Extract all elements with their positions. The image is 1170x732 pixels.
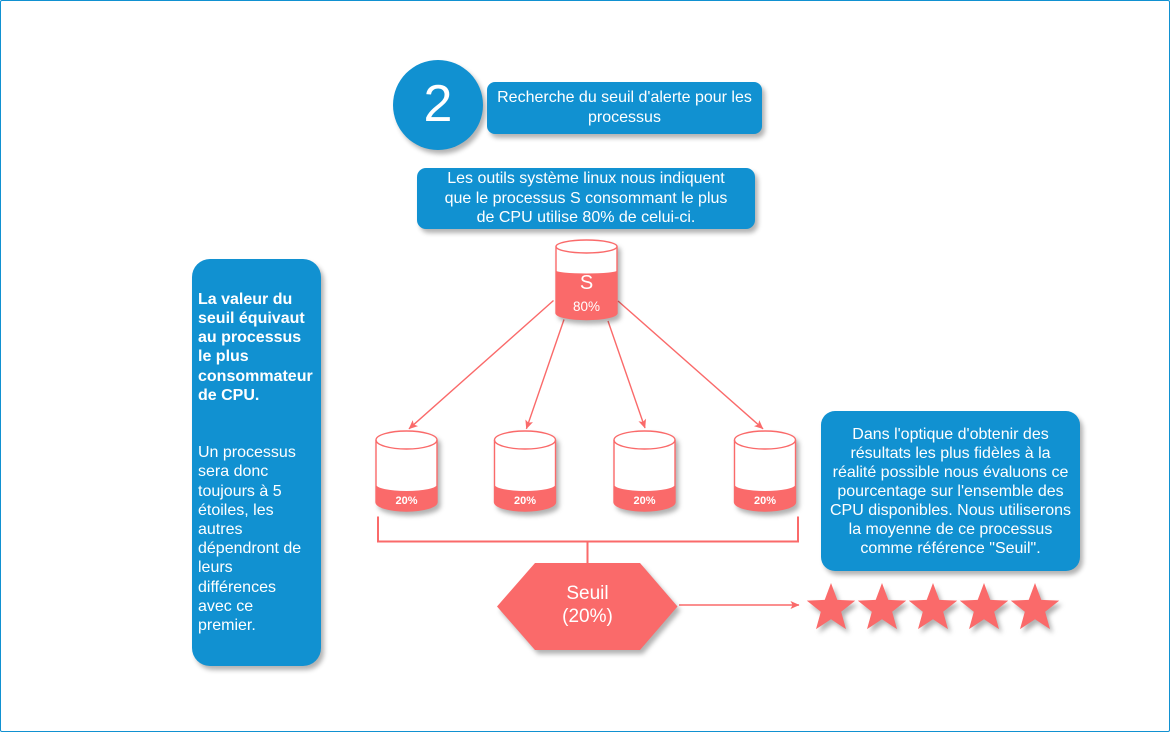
arrow-to-cpu-2: [525, 319, 565, 430]
seuil-label: Seuil: [566, 583, 608, 604]
right-note-text: Dans l'optique d'obtenir des résultats l…: [830, 425, 1071, 557]
left-note-body: Un processus sera donc toujours à 5 étoi…: [198, 444, 302, 634]
step-number: 2: [423, 75, 453, 133]
cpu-value: 20%: [395, 495, 417, 507]
arrow-to-cpu-1: [408, 299, 554, 430]
fanout-arrows: [408, 299, 764, 430]
main-process-value: 80%: [573, 299, 600, 314]
cpu-cylinder: [613, 430, 676, 512]
instruction-text: Les outils système linux nous indiquent …: [444, 170, 728, 227]
cpu-cylinder: [733, 430, 797, 512]
grouping-bracket: [377, 516, 799, 563]
arrow-to-cpu-4: [617, 300, 764, 430]
title-text: Recherche du seuil d'alerte pour les pro…: [497, 89, 752, 126]
star-rating: [806, 583, 1060, 630]
seuil-hexagon: [497, 563, 678, 650]
star-icon: [959, 583, 1009, 630]
cpu-cylinders: 20% 20% 20% 20%: [375, 430, 797, 512]
cpu-cylinder: [493, 430, 557, 512]
hexagon-shape: [497, 563, 678, 650]
title-box: Recherche du seuil d'alerte pour les pro…: [487, 82, 762, 134]
main-process-cylinder: [555, 239, 618, 321]
cpu-cylinder: [375, 430, 438, 512]
cpu-value: 20%: [633, 495, 655, 507]
star-icon: [806, 583, 856, 630]
instruction-box: Les outils système linux nous indiquent …: [417, 168, 755, 229]
main-process-label: S: [580, 272, 593, 294]
step-number-badge: 2: [393, 60, 483, 150]
arrow-to-cpu-3: [607, 320, 647, 429]
seuil-value: (20%): [562, 606, 613, 627]
cpu-value: 20%: [754, 495, 776, 507]
left-note-box: La valeur du seuil équivaut au processus…: [192, 259, 321, 666]
right-note-box: Dans l'optique d'obtenir des résultats l…: [821, 411, 1080, 571]
bracket-line: [377, 516, 799, 543]
left-note-heading: La valeur du seuil équivaut au processus…: [198, 290, 313, 404]
star-icon: [1010, 583, 1060, 630]
cpu-value: 20%: [514, 495, 536, 507]
star-icon: [908, 583, 958, 630]
star-icon: [857, 583, 907, 630]
